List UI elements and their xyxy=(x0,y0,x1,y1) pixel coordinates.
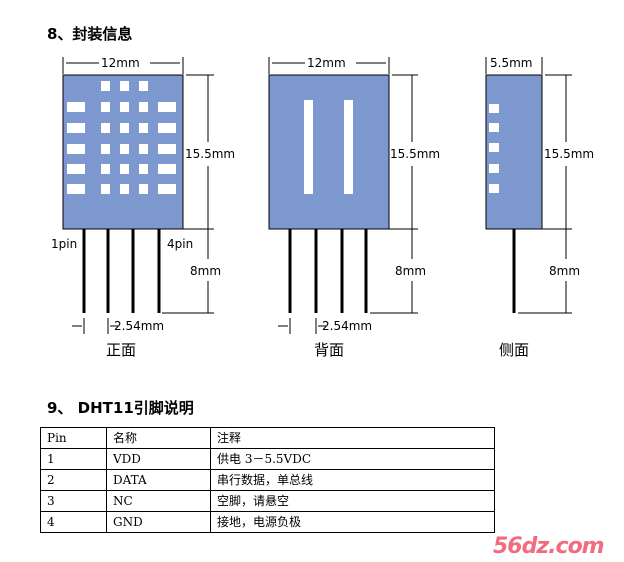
side-height-label: 15.5mm xyxy=(544,147,594,161)
pin1-label: 1pin xyxy=(51,237,77,251)
front-caption: 正面 xyxy=(106,341,136,359)
side-width-label: 5.5mm xyxy=(490,56,532,70)
back-pinlen-label: 8mm xyxy=(395,264,426,278)
table-cell: 空脚，请悬空 xyxy=(210,490,495,512)
back-body xyxy=(268,74,390,230)
pin4-label: 4pin xyxy=(167,237,193,251)
table-cell: 串行数据，单总线 xyxy=(210,469,495,491)
package-drawing: 12mm 1pin 4pin 15.5mm 8mm xyxy=(51,56,594,359)
back-slot-left xyxy=(304,100,313,194)
front-width-label: 12mm xyxy=(101,56,140,70)
header-cell: 注释 xyxy=(210,427,495,449)
front-view: 12mm 1pin 4pin 15.5mm 8mm xyxy=(51,56,235,359)
table-row: 3 NC 空脚，请悬空 xyxy=(40,490,495,512)
side-view: 5.5mm 15.5mm 8mm 侧面 xyxy=(485,56,594,359)
table-header-row: Pin 名称 注释 xyxy=(40,427,495,449)
table-row: 1 VDD 供电 3－5.5VDC xyxy=(40,448,495,470)
side-caption: 侧面 xyxy=(499,341,529,359)
pin-table: Pin 名称 注释 1 VDD 供电 3－5.5VDC 2 DATA 串行数据，… xyxy=(40,427,495,533)
front-height-label: 15.5mm xyxy=(185,147,235,161)
section-9-title: 9、 DHT11引脚说明 xyxy=(47,399,194,417)
back-height-label: 15.5mm xyxy=(390,147,440,161)
table-cell: DATA xyxy=(106,469,211,491)
back-view: 12mm 15.5mm 8mm 2.54mm 背面 xyxy=(268,56,440,359)
table-cell: VDD xyxy=(106,448,211,470)
back-pitch-label: 2.54mm xyxy=(322,319,372,333)
table-row: 4 GND 接地，电源负极 xyxy=(40,511,495,533)
table-cell: 1 xyxy=(40,448,107,470)
table-cell: NC xyxy=(106,490,211,512)
side-pinlen-label: 8mm xyxy=(549,264,580,278)
front-grille xyxy=(67,81,176,194)
table-cell: 接地，电源负极 xyxy=(210,511,495,533)
table-cell: 供电 3－5.5VDC xyxy=(210,448,495,470)
table-cell: 4 xyxy=(40,511,107,533)
back-slot-right xyxy=(344,100,353,194)
front-pitch-label: 2.54mm xyxy=(114,319,164,333)
header-cell: Pin xyxy=(40,427,107,449)
table-cell: 2 xyxy=(40,469,107,491)
front-pinlen-label: 8mm xyxy=(190,264,221,278)
section-8-title: 8、封装信息 xyxy=(47,25,133,43)
watermark-logo: 56dz.com xyxy=(493,534,605,559)
table-row: 2 DATA 串行数据，单总线 xyxy=(40,469,495,491)
header-cell: 名称 xyxy=(106,427,211,449)
table-cell: GND xyxy=(106,511,211,533)
back-width-label: 12mm xyxy=(307,56,346,70)
back-caption: 背面 xyxy=(314,341,344,359)
table-cell: 3 xyxy=(40,490,107,512)
